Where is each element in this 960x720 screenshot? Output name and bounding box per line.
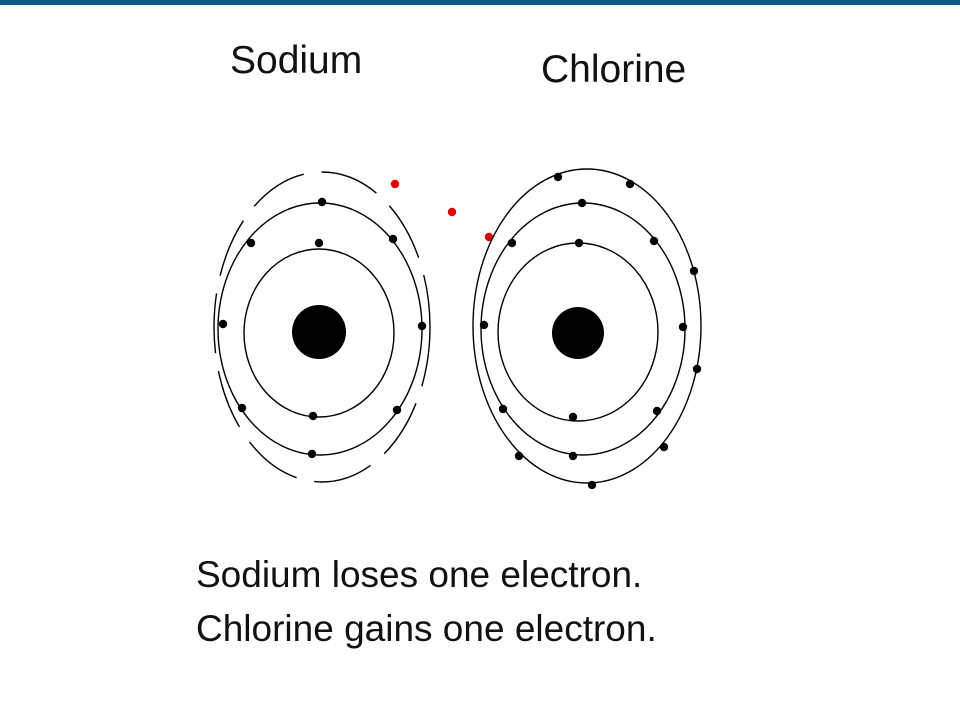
transferred-electron: [484, 232, 494, 242]
sodium-electron: [308, 411, 318, 421]
sodium-electron: [388, 234, 398, 244]
transferred-electron: [447, 207, 457, 217]
chlorine-electron: [652, 406, 662, 416]
sodium-atom: [213, 171, 431, 483]
chlorine-electron: [498, 404, 508, 414]
sodium-shell-1: [243, 248, 395, 418]
sodium-electron: [314, 238, 324, 248]
chlorine-electron: [479, 320, 489, 330]
sodium-electron: [392, 405, 402, 415]
chlorine-electron: [568, 412, 578, 422]
sodium-shell-3-dashed: [213, 171, 431, 483]
caption-line-1: Sodium loses one electron.: [196, 554, 643, 595]
sodium-electron: [417, 321, 427, 331]
chlorine-electron: [689, 266, 699, 276]
chlorine-electron: [625, 179, 635, 189]
chlorine-electron: [678, 322, 688, 332]
top-accent-bar: [0, 0, 960, 5]
chlorine-electron: [574, 238, 584, 248]
chlorine-electron: [587, 480, 597, 490]
chlorine-atom: [472, 168, 702, 490]
sodium-electron: [307, 449, 317, 459]
chlorine-nucleus: [552, 307, 604, 359]
caption-line-2: Chlorine gains one electron.: [196, 608, 657, 649]
sodium-electron: [246, 238, 256, 248]
chlorine-electron: [514, 451, 524, 461]
chlorine-electron: [507, 238, 517, 248]
transferred-electrons: [390, 179, 494, 242]
chlorine-electron: [553, 172, 563, 182]
chlorine-electron: [577, 198, 587, 208]
sodium-electron: [317, 197, 327, 207]
chlorine-electron: [649, 236, 659, 246]
chlorine-electron: [568, 451, 578, 461]
chlorine-electron: [692, 364, 702, 374]
chlorine-shell-3: [472, 168, 702, 484]
chlorine-electron: [659, 442, 669, 452]
chlorine-label: Chlorine: [541, 48, 687, 91]
transferred-electron: [390, 179, 400, 189]
sodium-electron: [237, 403, 247, 413]
sodium-nucleus: [292, 305, 346, 359]
sodium-label: Sodium: [230, 39, 363, 82]
sodium-electron: [218, 319, 228, 329]
